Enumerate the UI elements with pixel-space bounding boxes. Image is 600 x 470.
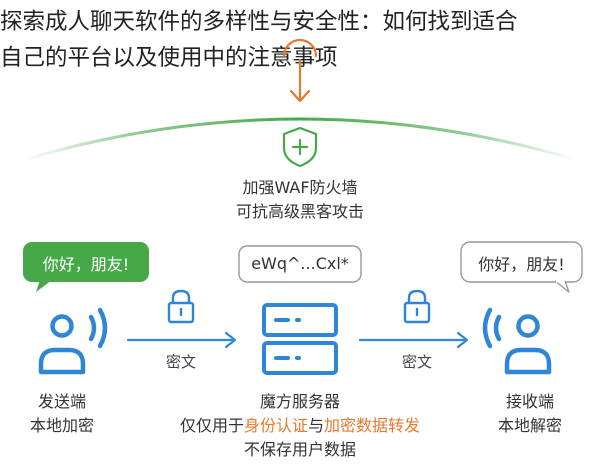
ciphertext-label-left: 密文 xyxy=(165,353,196,371)
sender-person-icon xyxy=(38,307,108,375)
receiver-person-icon xyxy=(482,307,552,375)
title-line-2: 自己的平台以及使用中的注意事项 xyxy=(0,45,338,71)
ciphertext-label-right: 密文 xyxy=(401,353,432,371)
server-label-2-forward: 加密数据转发 xyxy=(324,416,421,435)
sender-bubble xyxy=(23,242,149,292)
receiver-bubble-text: 你好，朋友! xyxy=(478,255,565,274)
title-line-1: 探索成人聊天软件的多样性与安全性：如何找到适合 xyxy=(0,9,518,35)
sender-label: 发送端 本地加密 xyxy=(10,390,114,438)
waf-line-1: 加强WAF防火墙 xyxy=(242,178,358,197)
waf-line-2: 可抗高级黑客攻击 xyxy=(235,202,364,221)
server-label-2: 仅仅用于身份认证与加密数据转发 xyxy=(150,414,450,438)
receiver-label-1: 接收端 xyxy=(505,392,554,411)
waf-text: 加强WAF防火墙 可抗高级黑客攻击 xyxy=(200,176,400,224)
receiver-label: 接收端 本地解密 xyxy=(478,390,582,438)
arrow-sender-to-server xyxy=(126,331,237,349)
server-icon xyxy=(262,303,338,375)
server-label-1: 魔方服务器 xyxy=(259,392,340,411)
server-bubble xyxy=(238,245,362,283)
sender-bubble-text: 你好，朋友! xyxy=(42,255,130,274)
server-bubble-text: eWq^...Cxl* xyxy=(251,254,349,273)
sender-label-2: 本地加密 xyxy=(29,416,94,435)
server-label-2-auth: 身份认证 xyxy=(243,416,308,435)
receiver-bubble xyxy=(460,241,583,293)
lock-icon-left xyxy=(167,289,195,324)
protective-arc xyxy=(29,117,571,160)
arrow-server-to-receiver xyxy=(358,331,469,349)
server-label-2-mid: 与 xyxy=(308,416,325,435)
attack-icon xyxy=(282,38,318,103)
server-label-3: 不保存用户数据 xyxy=(243,440,356,459)
page-title: 探索成人聊天软件的多样性与安全性：如何找到适合 自己的平台以及使用中的注意事项 xyxy=(0,4,600,76)
shield-icon xyxy=(282,126,318,168)
server-label-2-prefix: 仅仅用于 xyxy=(179,416,244,435)
sender-label-1: 发送端 xyxy=(37,392,86,411)
server-label: 魔方服务器 仅仅用于身份认证与加密数据转发 不保存用户数据 xyxy=(150,390,450,462)
lock-icon-right xyxy=(403,289,431,324)
receiver-label-2: 本地解密 xyxy=(497,416,562,435)
